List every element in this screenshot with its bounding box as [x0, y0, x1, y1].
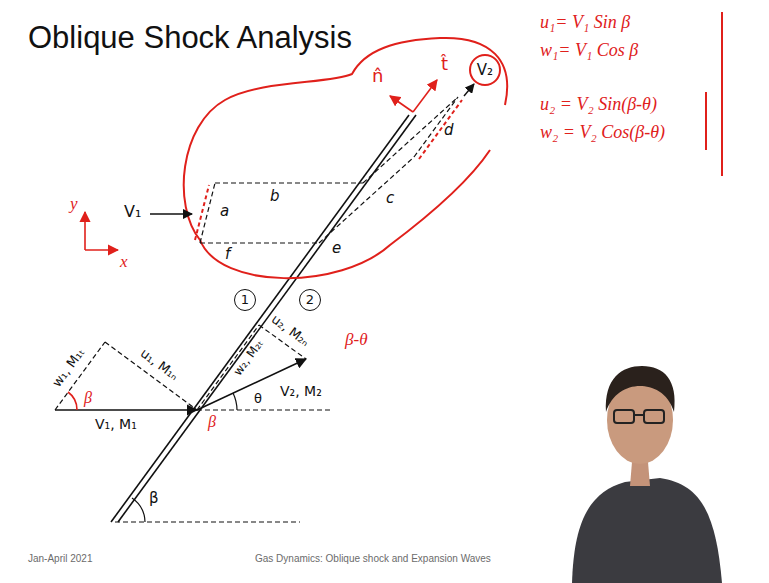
velocity-label: V₁, M₁	[95, 416, 137, 432]
footer-date: Jan-April 2021	[28, 553, 92, 565]
region-number: 2	[299, 289, 321, 311]
component-label: u₂, M₂ₙ	[268, 312, 312, 350]
equation: u₂ = V₂ Sin(β-θ)	[540, 94, 657, 115]
axis-arrow	[85, 249, 118, 251]
hair	[606, 366, 675, 412]
streamline	[200, 242, 319, 243]
angle-label: β-θ	[345, 330, 367, 350]
node-text: V₂	[477, 62, 493, 79]
footer-course: Gas Dynamics: Oblique shock and Expansio…	[255, 553, 491, 565]
bracket-line	[705, 92, 707, 150]
region-number: 1	[234, 289, 256, 311]
node-text: 1	[241, 293, 249, 307]
angle-arc	[68, 392, 77, 410]
control-surface	[184, 38, 507, 278]
glasses	[614, 410, 634, 423]
face-marking	[195, 185, 209, 240]
face-letter: d	[444, 122, 454, 139]
node-text: 2	[306, 293, 314, 307]
velocity-arrow	[150, 213, 192, 215]
neck	[630, 462, 650, 486]
angle-label: β	[84, 389, 92, 407]
lecturer-figure	[572, 366, 722, 583]
velocity-circle: V₂	[469, 54, 501, 86]
axis-label: x	[120, 252, 128, 272]
equation: u₁= V₁ Sin β	[540, 12, 630, 33]
axis-label: y	[70, 194, 78, 214]
glasses	[644, 410, 664, 423]
unit-vector-label: t̂	[441, 54, 448, 75]
component-label: u₁, M₁ₙ	[137, 346, 181, 384]
streamline	[319, 157, 414, 243]
face-letter: b	[270, 188, 280, 205]
face-letter: a	[220, 203, 229, 220]
face-letter: f	[225, 246, 230, 263]
normal-vector	[390, 96, 413, 112]
glasses	[634, 414, 644, 416]
shock-line	[111, 115, 409, 522]
axis-arrow	[84, 212, 86, 250]
face-line	[414, 97, 458, 157]
velocity-label: V₂, M₂	[280, 383, 322, 399]
component-label: w₁, M₁ₜ	[50, 346, 88, 391]
angle-arc	[132, 498, 145, 522]
component-label: w₂, M₂ₜ	[231, 337, 266, 378]
streamline	[215, 182, 363, 183]
reference-line	[197, 409, 330, 410]
unit-vector-label: n̂	[372, 66, 383, 87]
angle-label: β	[149, 490, 159, 507]
angle-arc	[233, 393, 237, 410]
bracket-line	[721, 12, 723, 176]
velocity-label: V₁	[124, 203, 141, 221]
face-letter: c	[386, 190, 394, 207]
shirt	[572, 478, 722, 583]
equation: w₁= V₁ Cos β	[540, 40, 638, 61]
angle-label: β	[208, 413, 216, 431]
velocity-arrow	[464, 84, 474, 96]
normal-component	[105, 342, 197, 410]
streamline	[363, 97, 458, 183]
face-letter: e	[332, 240, 341, 257]
equation: w₂ = V₂ Cos(β-θ)	[540, 122, 665, 143]
face-marking	[419, 100, 462, 159]
angle-label: θ	[254, 392, 262, 407]
reference-line	[115, 521, 300, 522]
tangent-vector	[413, 80, 437, 112]
slide-title: Oblique Shock Analysis	[28, 20, 352, 56]
